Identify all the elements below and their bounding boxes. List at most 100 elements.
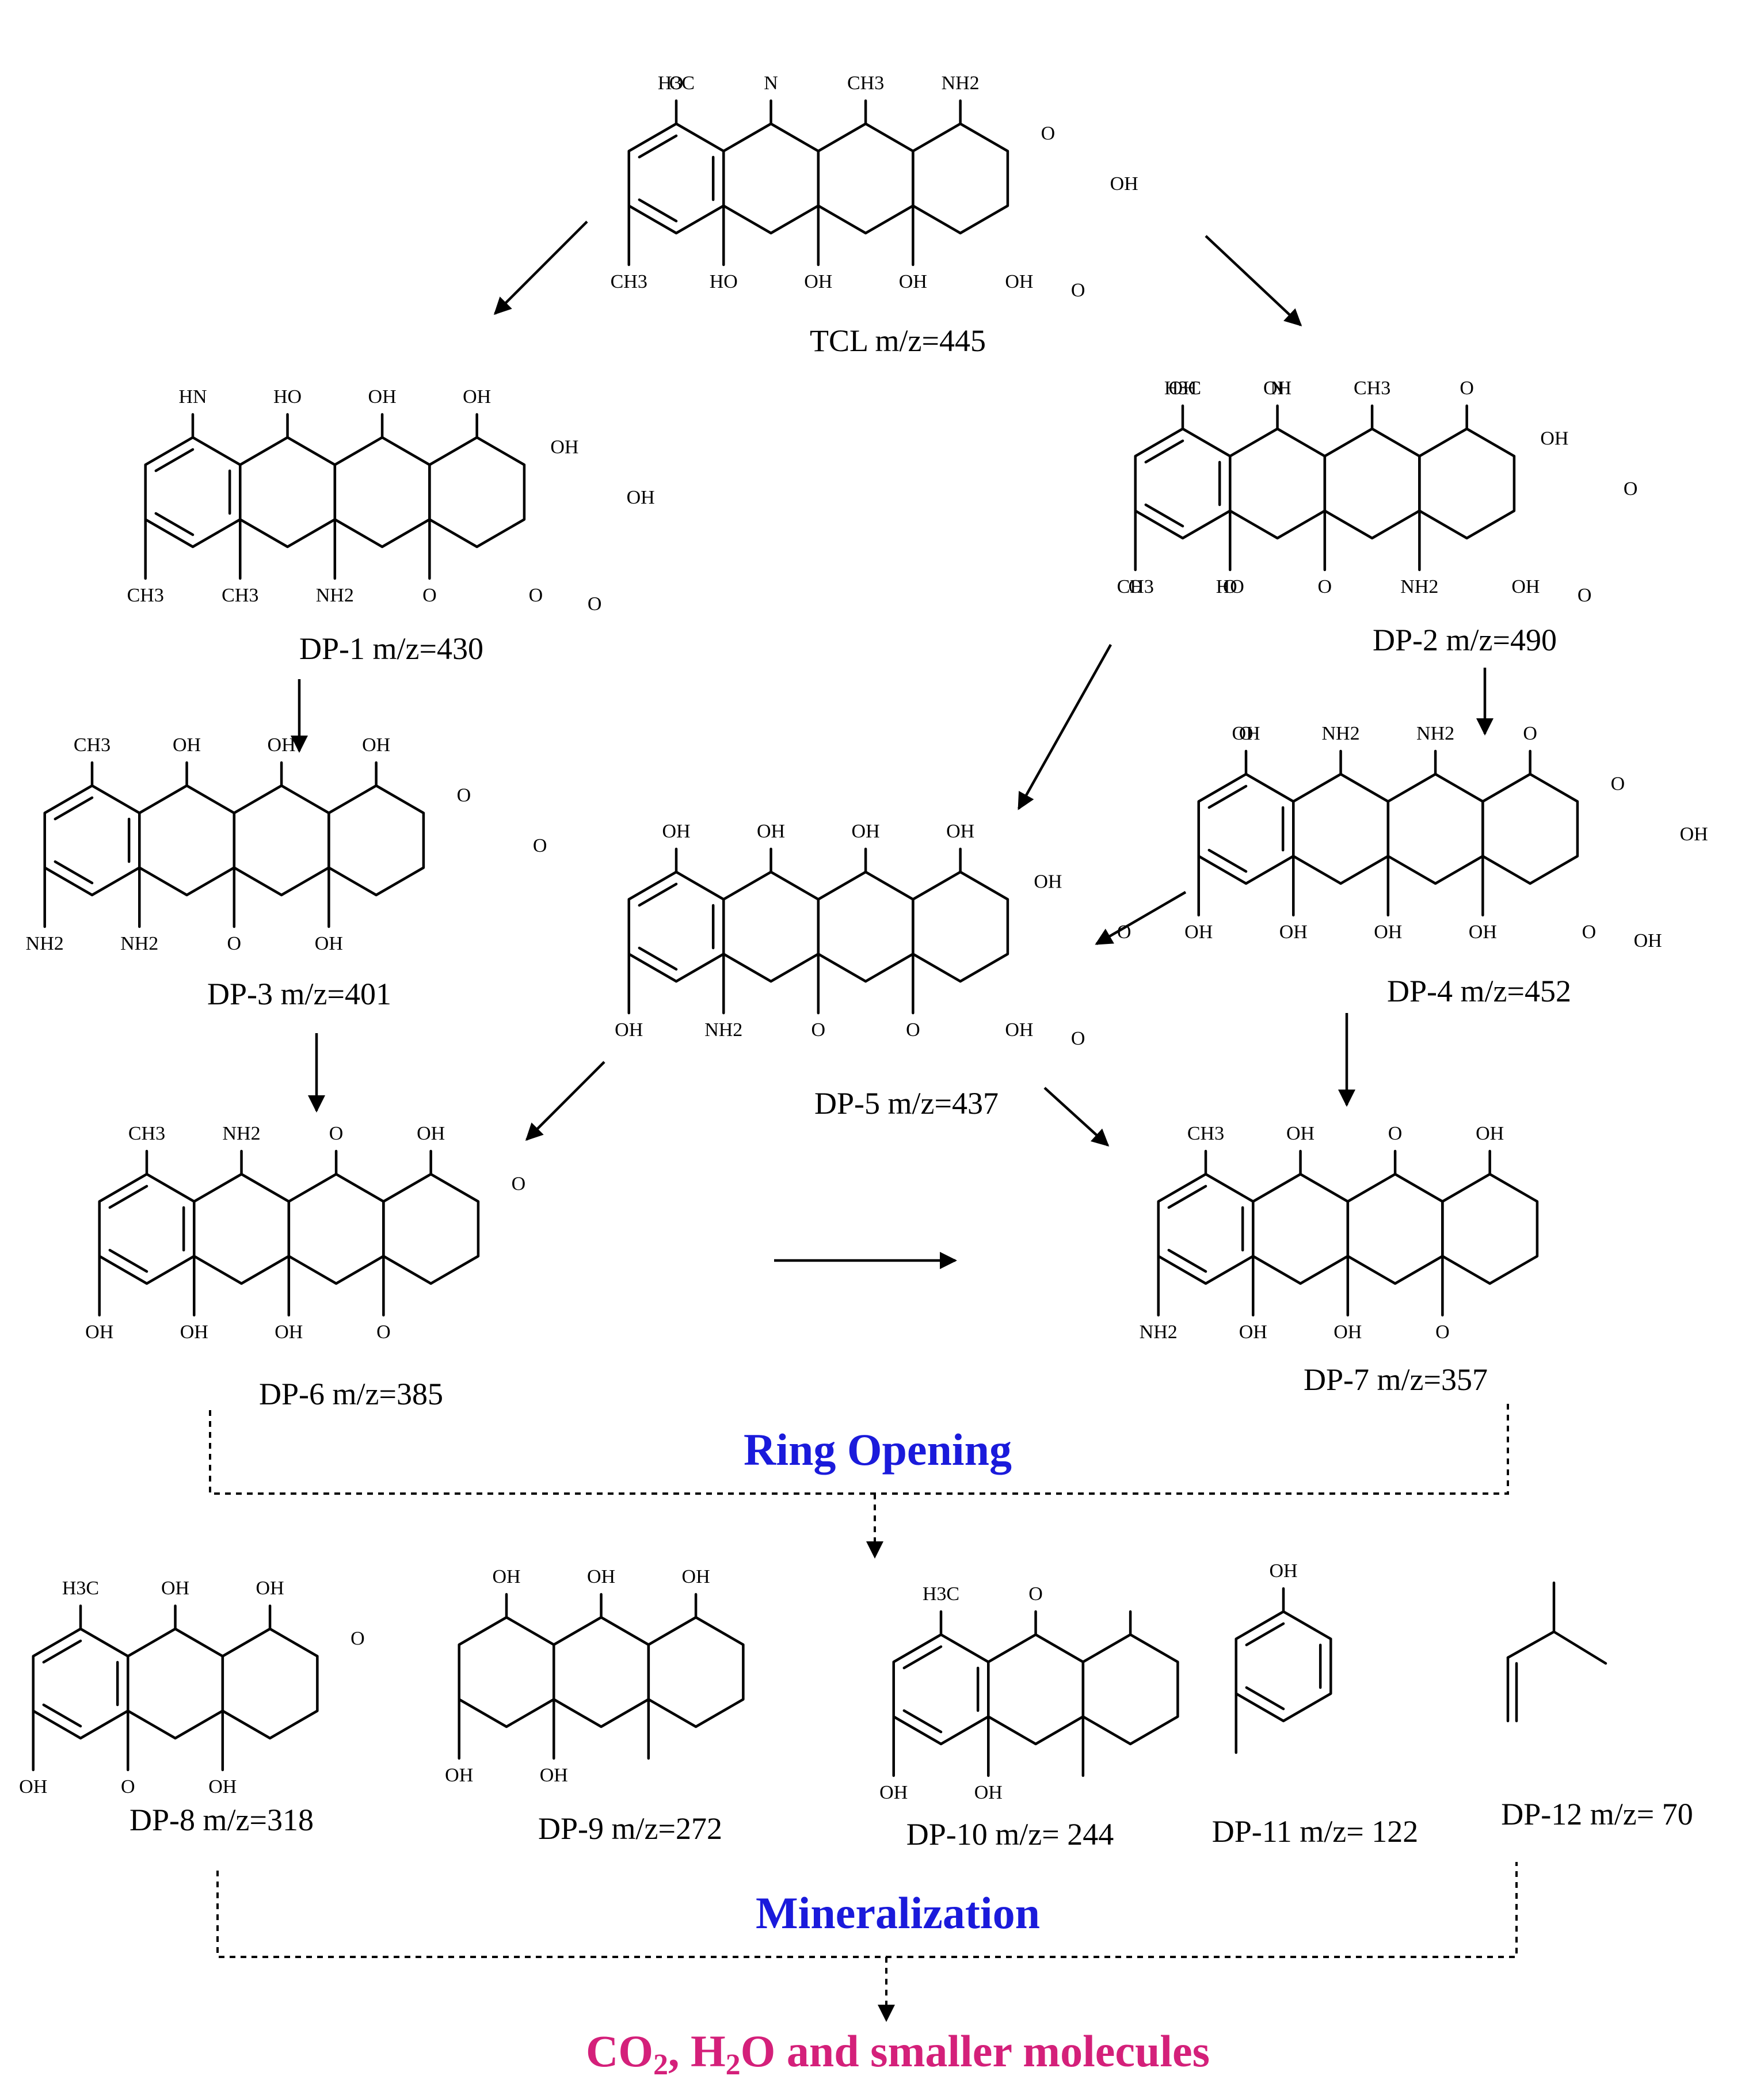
atom-label: OH	[1239, 1321, 1267, 1343]
atom-label: HO	[273, 386, 302, 408]
atom-label: O	[1041, 123, 1056, 144]
atom-label: O	[1578, 585, 1592, 606]
atom-label: OH	[1286, 1123, 1315, 1144]
atom-label: OH	[757, 821, 785, 842]
arrow-dp4-to-dp5	[1095, 891, 1187, 945]
atom-label: O	[1611, 774, 1625, 795]
atom-label: OH	[587, 1566, 615, 1587]
arrow-dp5-to-dp6	[525, 1061, 605, 1141]
atom-label: OH	[1005, 1019, 1033, 1041]
atom-label: O	[1128, 576, 1142, 597]
atom-label: OH	[1334, 1321, 1362, 1343]
atom-label: N	[764, 73, 778, 94]
atom-label: O	[906, 1019, 920, 1041]
atom-label: HN	[178, 386, 207, 408]
atom-label: O	[329, 1123, 344, 1144]
atom-label: H3C	[1164, 378, 1201, 399]
atom-label: O	[1223, 576, 1237, 597]
compound-label: DP-11 m/z= 122	[1212, 1814, 1418, 1849]
atom-label: OH	[804, 271, 832, 292]
atom-label: OH	[492, 1566, 520, 1587]
atom-label: H3C	[923, 1583, 959, 1605]
arrow-dp2-to-dp5	[1018, 643, 1112, 810]
atom-label: N	[1270, 378, 1285, 399]
atom-label: OH	[463, 386, 491, 408]
atom-label: NH2	[1416, 723, 1454, 744]
final-co: CO	[586, 2026, 653, 2076]
atom-label: OH	[899, 271, 927, 292]
compound-dp-12: DP-12 m/z= 70	[1501, 1581, 1693, 1831]
arrow-dp5-to-dp7	[1043, 1087, 1110, 1147]
atom-label: O	[376, 1321, 391, 1343]
atom-label: O	[1624, 478, 1638, 500]
atom-label: NH2	[704, 1019, 742, 1041]
atom-label: OH	[180, 1321, 208, 1343]
atom-label: H3C	[62, 1578, 99, 1599]
compound-label: DP-1 m/z=430	[299, 631, 483, 666]
atom-label: NH2	[1400, 576, 1438, 597]
atom-label: OH	[946, 821, 974, 842]
atom-label: OH	[161, 1578, 189, 1599]
compound-label: DP-2 m/z=490	[1373, 623, 1557, 657]
final-tail: O and smaller molecules	[741, 2026, 1210, 2076]
atom-label: O	[588, 593, 602, 615]
atom-label: O	[422, 585, 437, 606]
arrow-tcl-to-dp1	[493, 220, 588, 315]
pathway-arrows	[291, 220, 1494, 1269]
atom-label: NH2	[316, 585, 354, 606]
atom-label: OH	[256, 1578, 284, 1599]
atom-label: OH	[1540, 428, 1568, 450]
atom-label: O	[1523, 723, 1537, 744]
atom-label: O	[1582, 921, 1597, 943]
atom-label: O	[227, 933, 242, 954]
atom-label: OH	[268, 734, 296, 756]
compound-label: DP-8 m/z=318	[129, 1803, 314, 1837]
atom-label: OH	[173, 734, 201, 756]
atom-label: CH3	[222, 585, 258, 606]
compound-label: TCL m/z=445	[810, 323, 986, 358]
compound-label: DP-9 m/z=272	[538, 1811, 722, 1846]
atom-label: O	[669, 73, 684, 94]
atom-label: CH3	[74, 734, 111, 756]
atom-label: CH3	[611, 271, 647, 292]
atom-label: CH3	[127, 585, 164, 606]
atom-label: O	[1071, 1028, 1085, 1049]
final-products-label: CO2, H2O and smaller molecules	[586, 2026, 1210, 2081]
atom-label: O	[1388, 1123, 1403, 1144]
atom-label: O	[1318, 576, 1332, 597]
atom-label: OH	[362, 734, 390, 756]
atom-label: OH	[615, 1019, 643, 1041]
atom-label: O	[1460, 378, 1474, 399]
atom-label: OH	[1168, 378, 1197, 399]
atom-label: CH3	[1354, 378, 1390, 399]
atom-label: OH	[1232, 723, 1260, 744]
atom-label: OH	[1476, 1123, 1504, 1144]
atom-label: OH	[1269, 1560, 1297, 1582]
final-co-subscript: 2	[653, 2048, 668, 2081]
atom-label: OH	[19, 1776, 47, 1797]
atom-label: OH	[1110, 173, 1138, 195]
ring-opening-bracket	[209, 1399, 1509, 1559]
atom-label: O	[512, 1174, 526, 1195]
final-h-subscript: 2	[726, 2048, 741, 2081]
atom-label: OH	[550, 437, 578, 458]
atom-label: OH	[208, 1776, 237, 1797]
atom-label: NH2	[1140, 1321, 1178, 1343]
compound-label: DP-12 m/z= 70	[1501, 1797, 1693, 1831]
atom-label: CH3	[1117, 576, 1154, 597]
atom-label: OH	[1184, 921, 1213, 943]
atom-label: OH	[1005, 271, 1033, 292]
atom-label: NH2	[1321, 723, 1359, 744]
compound-dp-11: OH DP-11 m/z= 122	[1212, 1560, 1418, 1849]
atom-label: OH	[315, 933, 343, 954]
atom-label: O	[529, 585, 543, 606]
atom-label: NH2	[26, 933, 64, 954]
atom-label: NH2	[942, 73, 980, 94]
